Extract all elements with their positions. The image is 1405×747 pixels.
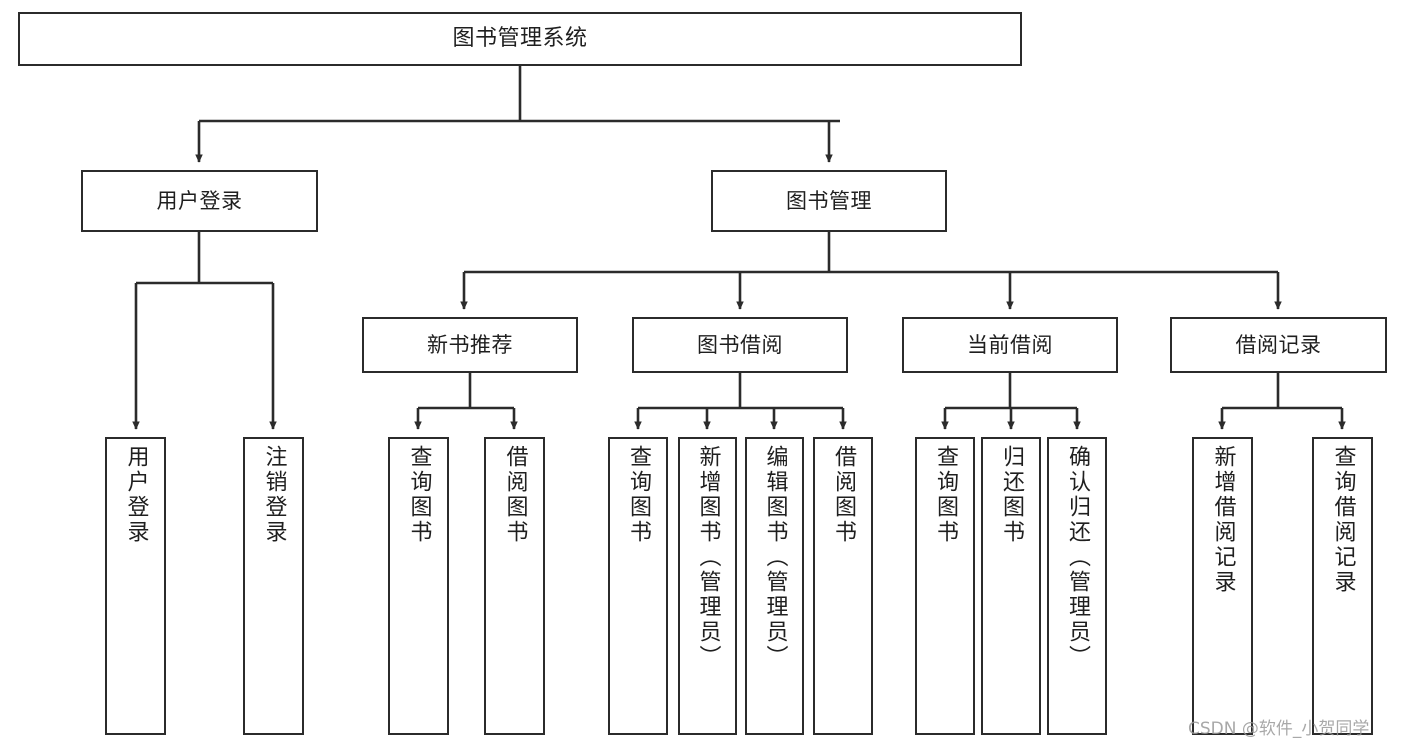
node-borrow-records-label: 借阅记录 — [1235, 332, 1322, 357]
node-leaf-return-book-label: 归还图书 — [999, 445, 1024, 545]
node-leaf-query-book-new[interactable]: 查询图书 — [388, 437, 449, 735]
node-leaf-query-borrow-record-label: 查询借阅记录 — [1330, 445, 1356, 595]
node-leaf-add-borrow-record[interactable]: 新增借阅记录 — [1192, 437, 1253, 735]
node-book-borrow[interactable]: 图书借阅 — [632, 317, 848, 373]
node-root[interactable]: 图书管理系统 — [18, 12, 1022, 66]
node-leaf-borrow-book-new[interactable]: 借阅图书 — [484, 437, 545, 735]
node-root-label: 图书管理系统 — [452, 26, 588, 52]
node-book-management[interactable]: 图书管理 — [711, 170, 947, 232]
node-leaf-query-book[interactable]: 查询图书 — [608, 437, 668, 735]
watermark: CSDN @软件_小贺同学 — [1188, 719, 1370, 739]
node-new-book-recommend[interactable]: 新书推荐 — [362, 317, 578, 373]
node-user-login[interactable]: 用户登录 — [81, 170, 318, 232]
node-new-book-recommend-label: 新书推荐 — [427, 332, 513, 357]
node-book-borrow-label: 图书借阅 — [697, 332, 783, 357]
node-leaf-query-borrow-record[interactable]: 查询借阅记录 — [1312, 437, 1373, 735]
node-current-borrow[interactable]: 当前借阅 — [902, 317, 1118, 373]
node-leaf-return-book[interactable]: 归还图书 — [981, 437, 1041, 735]
node-leaf-query-book-current-label: 查询图书 — [933, 445, 958, 545]
node-leaf-lend-book-label: 借阅图书 — [831, 445, 856, 545]
node-leaf-query-book-label: 查询图书 — [626, 445, 651, 545]
node-leaf-user-login-label: 用户登录 — [123, 445, 149, 545]
node-leaf-query-book-current[interactable]: 查询图书 — [915, 437, 975, 735]
node-leaf-logout[interactable]: 注销登录 — [243, 437, 304, 735]
node-leaf-confirm-return-admin-label: 确认归还（管理员） — [1065, 445, 1090, 670]
node-book-management-label: 图书管理 — [786, 188, 872, 213]
node-leaf-borrow-book-new-label: 借阅图书 — [502, 445, 528, 545]
node-leaf-lend-book[interactable]: 借阅图书 — [813, 437, 873, 735]
node-leaf-add-book-admin[interactable]: 新增图书（管理员） — [678, 437, 737, 735]
node-leaf-logout-label: 注销登录 — [261, 445, 287, 545]
node-borrow-records[interactable]: 借阅记录 — [1170, 317, 1387, 373]
node-leaf-edit-book-admin[interactable]: 编辑图书（管理员） — [745, 437, 804, 735]
node-leaf-add-book-admin-label: 新增图书（管理员） — [695, 445, 721, 670]
node-leaf-edit-book-admin-label: 编辑图书（管理员） — [762, 445, 788, 670]
node-leaf-add-borrow-record-label: 新增借阅记录 — [1210, 445, 1236, 595]
node-leaf-user-login[interactable]: 用户登录 — [105, 437, 166, 735]
node-leaf-confirm-return-admin[interactable]: 确认归还（管理员） — [1047, 437, 1107, 735]
node-current-borrow-label: 当前借阅 — [967, 332, 1053, 357]
node-user-login-label: 用户登录 — [156, 188, 243, 213]
node-leaf-query-book-new-label: 查询图书 — [406, 445, 432, 545]
